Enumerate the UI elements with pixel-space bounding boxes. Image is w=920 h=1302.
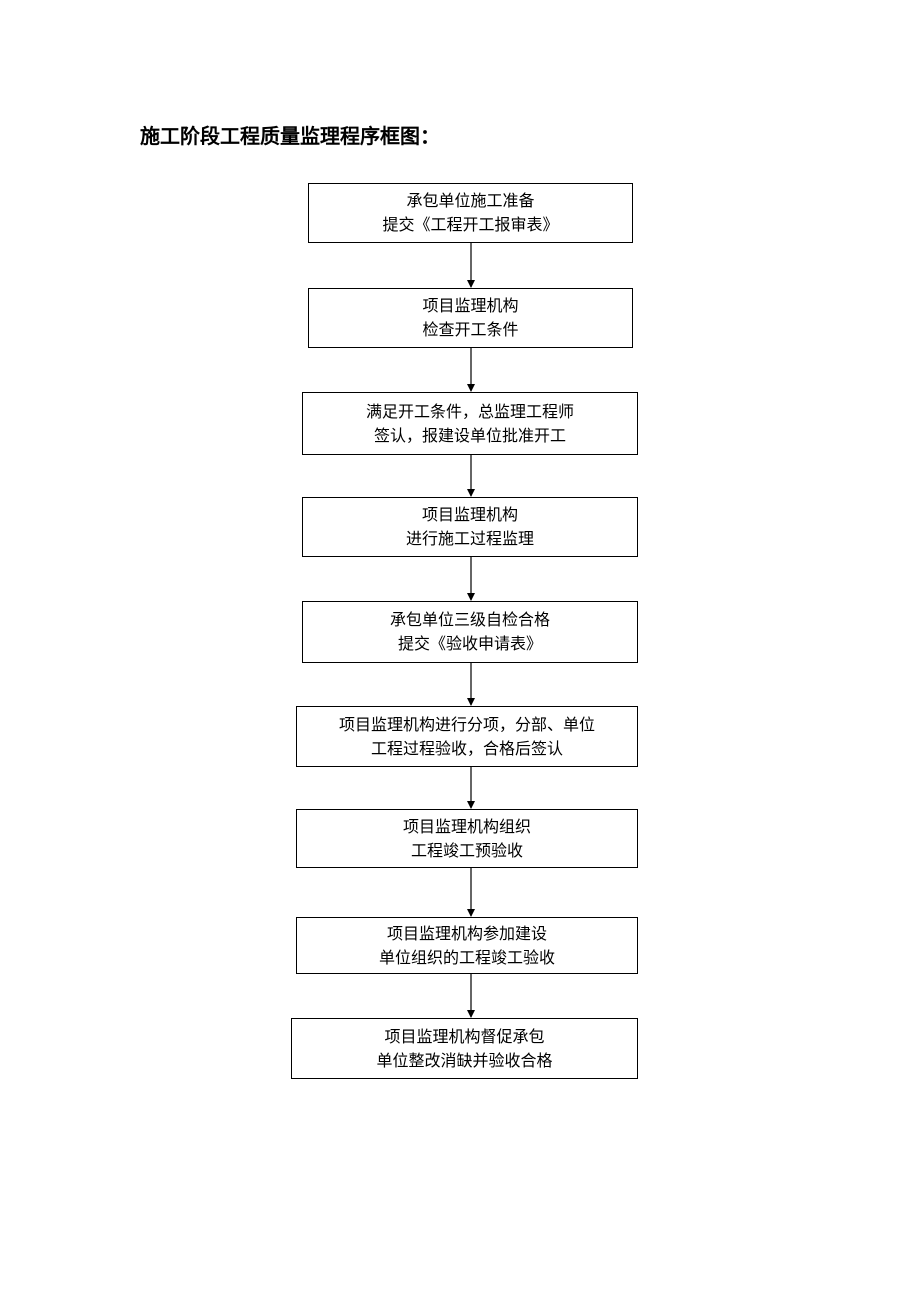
flow-step-line: 承包单位施工准备 [406, 191, 535, 210]
flow-step-line: 工程过程验收，合格后签认 [370, 738, 563, 758]
flow-step-completion-acceptance: 项目监理机构参加建设 单位组织的工程竣工验收 [296, 917, 638, 974]
flow-step-pre-acceptance: 项目监理机构组织 工程竣工预验收 [296, 809, 638, 868]
flow-step-line: 检查开工条件 [422, 320, 519, 339]
flow-step-line: 提交《工程开工报审表》 [382, 215, 559, 234]
flow-step-self-inspection: 承包单位三级自检合格 提交《验收申请表》 [302, 601, 638, 663]
flow-step-line: 提交《验收申请表》 [397, 634, 542, 653]
flow-step-line: 项目监理机构参加建设 [386, 923, 547, 943]
flow-step-line: 满足开工条件，总监理工程师 [365, 401, 574, 421]
flow-step-line: 项目监理机构进行分项，分部、单位 [338, 714, 595, 734]
flow-step-line: 工程竣工预验收 [410, 840, 523, 860]
flow-step-contractor-preparation: 承包单位施工准备 提交《工程开工报审表》 [308, 183, 633, 243]
flow-step-line: 承包单位三级自检合格 [389, 610, 550, 629]
flow-step-rectification: 项目监理机构督促承包 单位整改消缺并验收合格 [291, 1018, 638, 1079]
flow-step-line: 单位组织的工程竣工验收 [378, 947, 555, 967]
flow-step-line: 项目监理机构 [422, 296, 519, 315]
flow-step-line: 项目监理机构督促承包 [384, 1026, 545, 1046]
flow-step-approve-start: 满足开工条件，总监理工程师 签认，报建设单位批准开工 [302, 392, 638, 455]
flow-step-check-start-conditions: 项目监理机构 检查开工条件 [308, 288, 633, 348]
flow-step-line: 进行施工过程监理 [405, 529, 534, 548]
flow-step-line: 单位整改消缺并验收合格 [376, 1050, 553, 1070]
flow-step-process-acceptance: 项目监理机构进行分项，分部、单位 工程过程验收，合格后签认 [296, 706, 638, 767]
flow-step-line: 项目监理机构 [421, 505, 518, 524]
flow-step-line: 签认，报建设单位批准开工 [373, 425, 566, 445]
flow-step-line: 项目监理机构组织 [402, 816, 531, 836]
page-title: 施工阶段工程质量监理程序框图： [140, 124, 440, 148]
flow-step-construction-supervision: 项目监理机构 进行施工过程监理 [302, 497, 638, 557]
